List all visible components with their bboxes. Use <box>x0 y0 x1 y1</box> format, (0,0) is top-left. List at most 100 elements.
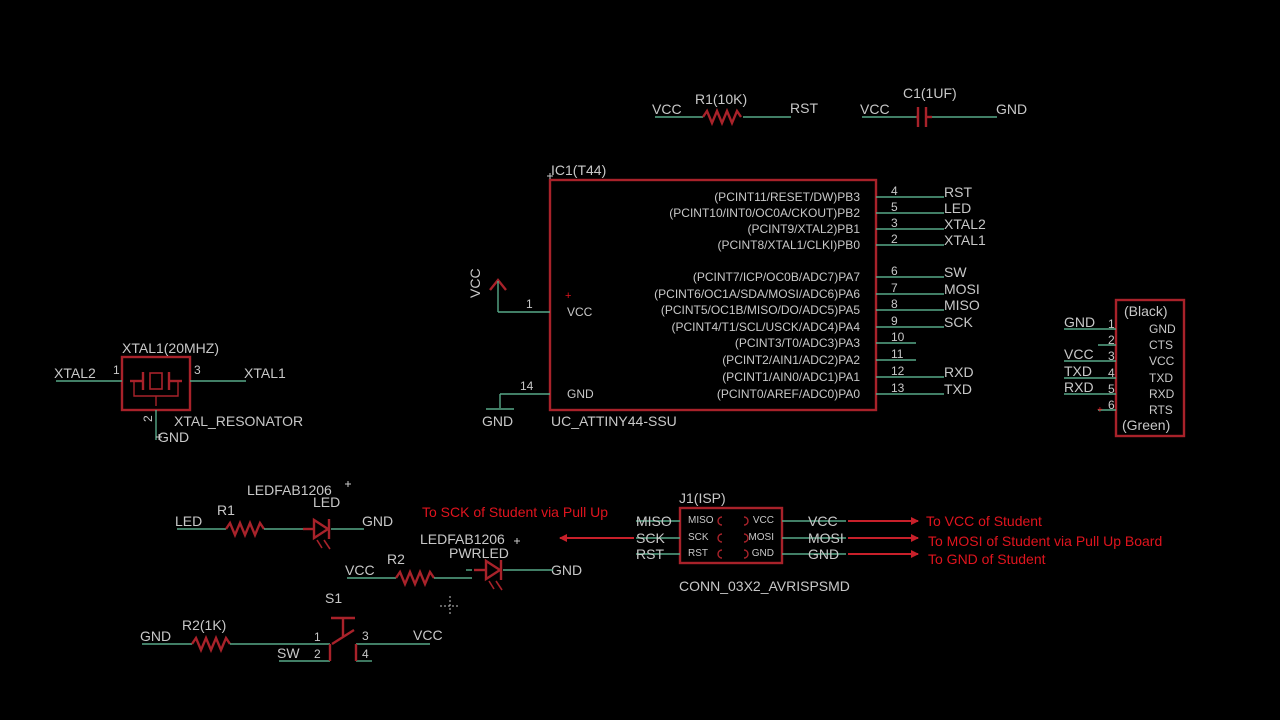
ic-pin-number: 10 <box>891 330 905 344</box>
ic-pin-label: (PCINT6/OC1A/SDA/MOSI/ADC6)PA6 <box>654 287 860 301</box>
led1-value: LEDFAB1206 <box>247 482 332 498</box>
ic-vcc-plus-mark: + <box>565 290 571 302</box>
switch-circuit[interactable]: GND R2(1K) S1 SW VCC 1 2 3 4 <box>140 590 443 662</box>
isp-pin-marker <box>717 516 723 526</box>
ic-pin-number: 6 <box>891 264 898 278</box>
isp-left-net: SCK <box>636 530 665 546</box>
xtal-pin2: 2 <box>141 415 155 422</box>
sw-pin2: 2 <box>314 647 321 661</box>
ic-pin-label: (PCINT3/T0/ADC3)PA3 <box>735 336 860 350</box>
ic-pin-net: XTAL1 <box>944 232 986 248</box>
ftdi-pin-label: RTS <box>1149 403 1173 417</box>
ic-pin-label: (PCINT2/AIN1/ADC2)PA2 <box>722 353 860 367</box>
ic-value: UC_ATTINY44-SSU <box>551 413 677 429</box>
led-circuit[interactable]: LED R1 LEDFAB1206 LED GND <box>175 482 393 550</box>
sw-resistor-name: R2(1K) <box>182 617 226 633</box>
resistor-r1-10k[interactable]: VCC R1(10K) RST <box>652 91 818 127</box>
isp-pin-marker <box>743 549 749 559</box>
sw-pin4: 4 <box>362 647 369 661</box>
ftdi-pin-net: VCC <box>1064 346 1094 362</box>
capacitor-c1[interactable]: VCC C1(1UF) GND <box>860 85 1027 127</box>
note-mosi: To MOSI of Student via Pull Up Board <box>928 533 1162 549</box>
ic-pin-number: 11 <box>891 347 904 361</box>
ftdi-pin-label: CTS <box>1149 338 1173 352</box>
ic-name: IC1(T44) <box>551 162 606 178</box>
ftdi-pin-label: GND <box>1149 322 1176 336</box>
led1-right-net: GND <box>362 513 393 529</box>
ic-pin-net: XTAL2 <box>944 216 986 232</box>
isp-right-net: GND <box>808 546 839 562</box>
isp-pin-marker <box>717 533 723 543</box>
xtal-right-net: XTAL1 <box>244 365 286 381</box>
xtal-pin1: 1 <box>113 363 120 377</box>
note-vcc: To VCC of Student <box>926 513 1042 529</box>
ic-vcc-supply: VCC 1 <box>467 268 550 313</box>
ic-pin-number: 9 <box>891 314 898 328</box>
ftdi-pin-label: VCC <box>1149 354 1175 368</box>
ftdi-pin-number: 4 <box>1108 366 1115 380</box>
xtal-value: XTAL_RESONATOR <box>174 413 303 429</box>
isp-inner-left-label: SCK <box>688 532 709 543</box>
ftdi-pin-number: 2 <box>1108 333 1115 347</box>
ic-attiny44[interactable]: IC1(T44) UC_ATTINY44-SSU VCC GND + (PCIN… <box>548 162 986 429</box>
ic-pin-net: MOSI <box>944 281 980 297</box>
isp-left-net: MISO <box>636 513 672 529</box>
ftdi-pin-label: RXD <box>1149 387 1175 401</box>
sw-gnd-net: GND <box>140 628 171 644</box>
ic-pin-label: (PCINT5/OC1B/MISO/DO/ADC5)PA5 <box>661 303 860 317</box>
note-sck: To SCK of Student via Pull Up <box>422 504 608 520</box>
led1-resistor-name: R1 <box>217 502 235 518</box>
ic-pin-label: (PCINT4/T1/SCL/USCK/ADC4)PA4 <box>672 320 861 334</box>
sw-name: S1 <box>325 590 342 606</box>
ic-pin-net: LED <box>944 200 971 216</box>
sw-pin1: 1 <box>314 630 321 644</box>
ftdi-top-label: (Black) <box>1124 303 1168 319</box>
r1-vcc-net: VCC <box>652 101 682 117</box>
xtal-gnd-net: GND <box>158 429 189 445</box>
ftdi-bottom-label: (Green) <box>1122 417 1170 433</box>
annotations: To SCK of Student via Pull Up To VCC of … <box>422 504 1162 567</box>
ic-pin-net: SCK <box>944 314 973 330</box>
cursor-crosshair-icon <box>440 596 460 616</box>
sw-vcc-net: VCC <box>413 627 443 643</box>
isp-right-net: MOSI <box>808 530 844 546</box>
note-gnd: To GND of Student <box>928 551 1046 567</box>
power-led-circuit[interactable]: VCC R2 LEDFAB1206 PWRLED GND <box>345 531 582 591</box>
xtal-left-net: XTAL2 <box>54 365 96 381</box>
ic-pin-number: 12 <box>891 364 905 378</box>
sw-pin3: 3 <box>362 629 369 643</box>
led1-name: LED <box>313 494 340 510</box>
isp-pin-marker <box>743 533 749 543</box>
ic-vcc-pin-label: VCC <box>567 305 593 319</box>
ic-vcc-pin-num: 1 <box>526 297 533 311</box>
ic-gnd-supply: 14 GND <box>482 379 550 429</box>
ic-pin-net: MISO <box>944 297 980 313</box>
crystal-resonator[interactable]: XTAL1(20MHZ) XTAL_RESONATOR XTAL2 XTAL1 … <box>54 340 303 445</box>
ic-pin-label: (PCINT7/ICP/OC0B/ADC7)PA7 <box>693 270 860 284</box>
ic-gnd-net: GND <box>482 413 513 429</box>
ftdi-pin-number: 1 <box>1108 317 1115 331</box>
isp-inner-right-label: VCC <box>753 515 774 526</box>
ftdi-pin-number: 3 <box>1108 349 1115 363</box>
ic-pin-net: TXD <box>944 381 972 397</box>
isp-connector[interactable]: J1(ISP) CONN_03X2_AVRISPSMD MISOMISOSCKS… <box>636 490 850 594</box>
ftdi-pin-net: RXD <box>1064 379 1094 395</box>
ftdi-pin-label: TXD <box>1149 371 1173 385</box>
isp-pin-marker <box>717 549 723 559</box>
led1-left-net: LED <box>175 513 202 529</box>
c1-name: C1(1UF) <box>903 85 957 101</box>
ic-gnd-pin-num: 14 <box>520 379 534 393</box>
ftdi-header[interactable]: (Black) (Green) GND1GNDCTS2VCC3VCCTXD4TX… <box>1064 298 1186 438</box>
ic-gnd-pin-label: GND <box>567 387 594 401</box>
ic-pin-label: (PCINT1/AIN0/ADC1)PA1 <box>722 370 860 384</box>
isp-inner-right-label: MOSI <box>748 532 774 543</box>
r1-name: R1(10K) <box>695 91 747 107</box>
ic-pin-net: SW <box>944 264 967 280</box>
isp-value: CONN_03X2_AVRISPSMD <box>679 578 850 594</box>
ic-pin-label: (PCINT8/XTAL1/CLKI)PB0 <box>718 238 861 252</box>
ic-pin-number: 4 <box>891 184 898 198</box>
origin-markers <box>156 173 553 544</box>
